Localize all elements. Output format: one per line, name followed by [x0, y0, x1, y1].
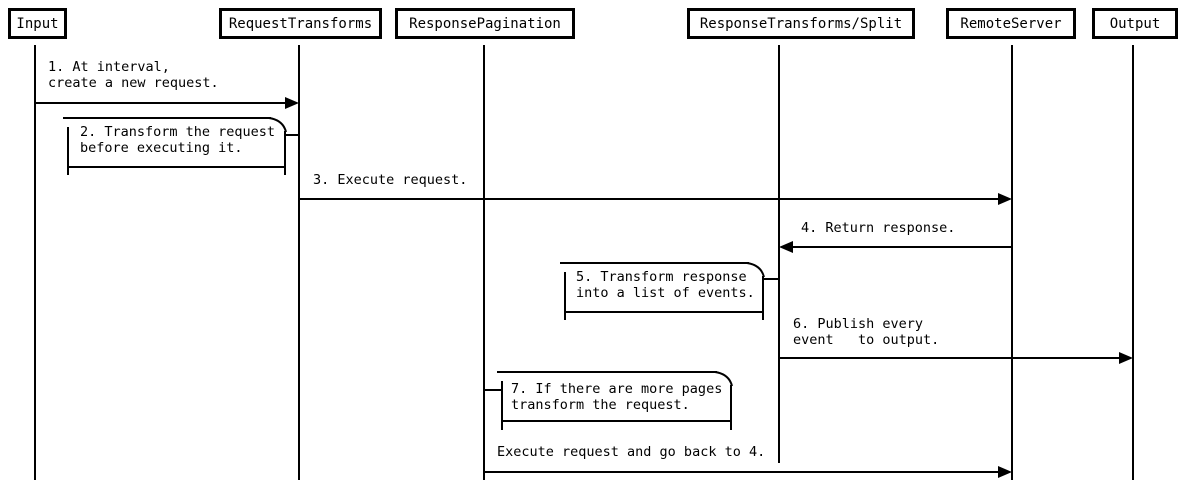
message-7-self-box [485, 371, 733, 430]
participant-label: ResponseTransforms/Split [699, 15, 903, 32]
lifelines [34, 45, 1134, 480]
participant-box-response-transforms-split: ResponseTransforms/Split [687, 8, 915, 39]
message-6-arrow [779, 352, 1133, 364]
message-4-label: 4. Return response. [801, 220, 956, 236]
message-8-arrow [485, 466, 1012, 478]
hook-flick-icon [714, 371, 733, 387]
participant-box-input: Input [8, 8, 67, 39]
participant-label: ResponsePagination [409, 15, 561, 32]
message-6-label: 6. Publish every event to output. [793, 316, 940, 348]
arrowhead-right-icon [1119, 352, 1133, 364]
participant-box-remote-server: RemoteServer [946, 8, 1076, 39]
arrowhead-right-icon [998, 466, 1012, 478]
participant-label: RemoteServer [960, 15, 1062, 32]
message-2-label: 2. Transform the request before executin… [80, 124, 276, 156]
message-4-arrow [779, 241, 1012, 253]
hook-flick-icon [746, 262, 765, 278]
participant-box-output: Output [1092, 8, 1178, 39]
message-1-arrow [35, 97, 299, 109]
participant-label: RequestTransforms [228, 15, 373, 32]
message-2-self-box [63, 117, 298, 175]
message-5-label: 5. Transform response into a list of eve… [576, 269, 755, 301]
message-5-self-box [560, 262, 778, 320]
message-1-label: 1. At interval, create a new request. [48, 59, 219, 91]
arrowhead-left-icon [779, 241, 793, 253]
participant-label: Input [16, 15, 59, 32]
message-8-label: Execute request and go back to 4. [497, 444, 766, 460]
participant-box-request-transforms: RequestTransforms [219, 8, 382, 39]
participant-box-response-pagination: ResponsePagination [395, 8, 575, 39]
message-3-label: 3. Execute request. [313, 172, 468, 188]
arrowhead-right-icon [998, 193, 1012, 205]
hook-flick-icon [268, 117, 287, 133]
arrowhead-right-icon [285, 97, 299, 109]
participant-label: Output [1109, 15, 1161, 32]
message-7-label: 7. If there are more pages transform the… [511, 381, 723, 413]
message-3-arrow [299, 193, 1012, 205]
